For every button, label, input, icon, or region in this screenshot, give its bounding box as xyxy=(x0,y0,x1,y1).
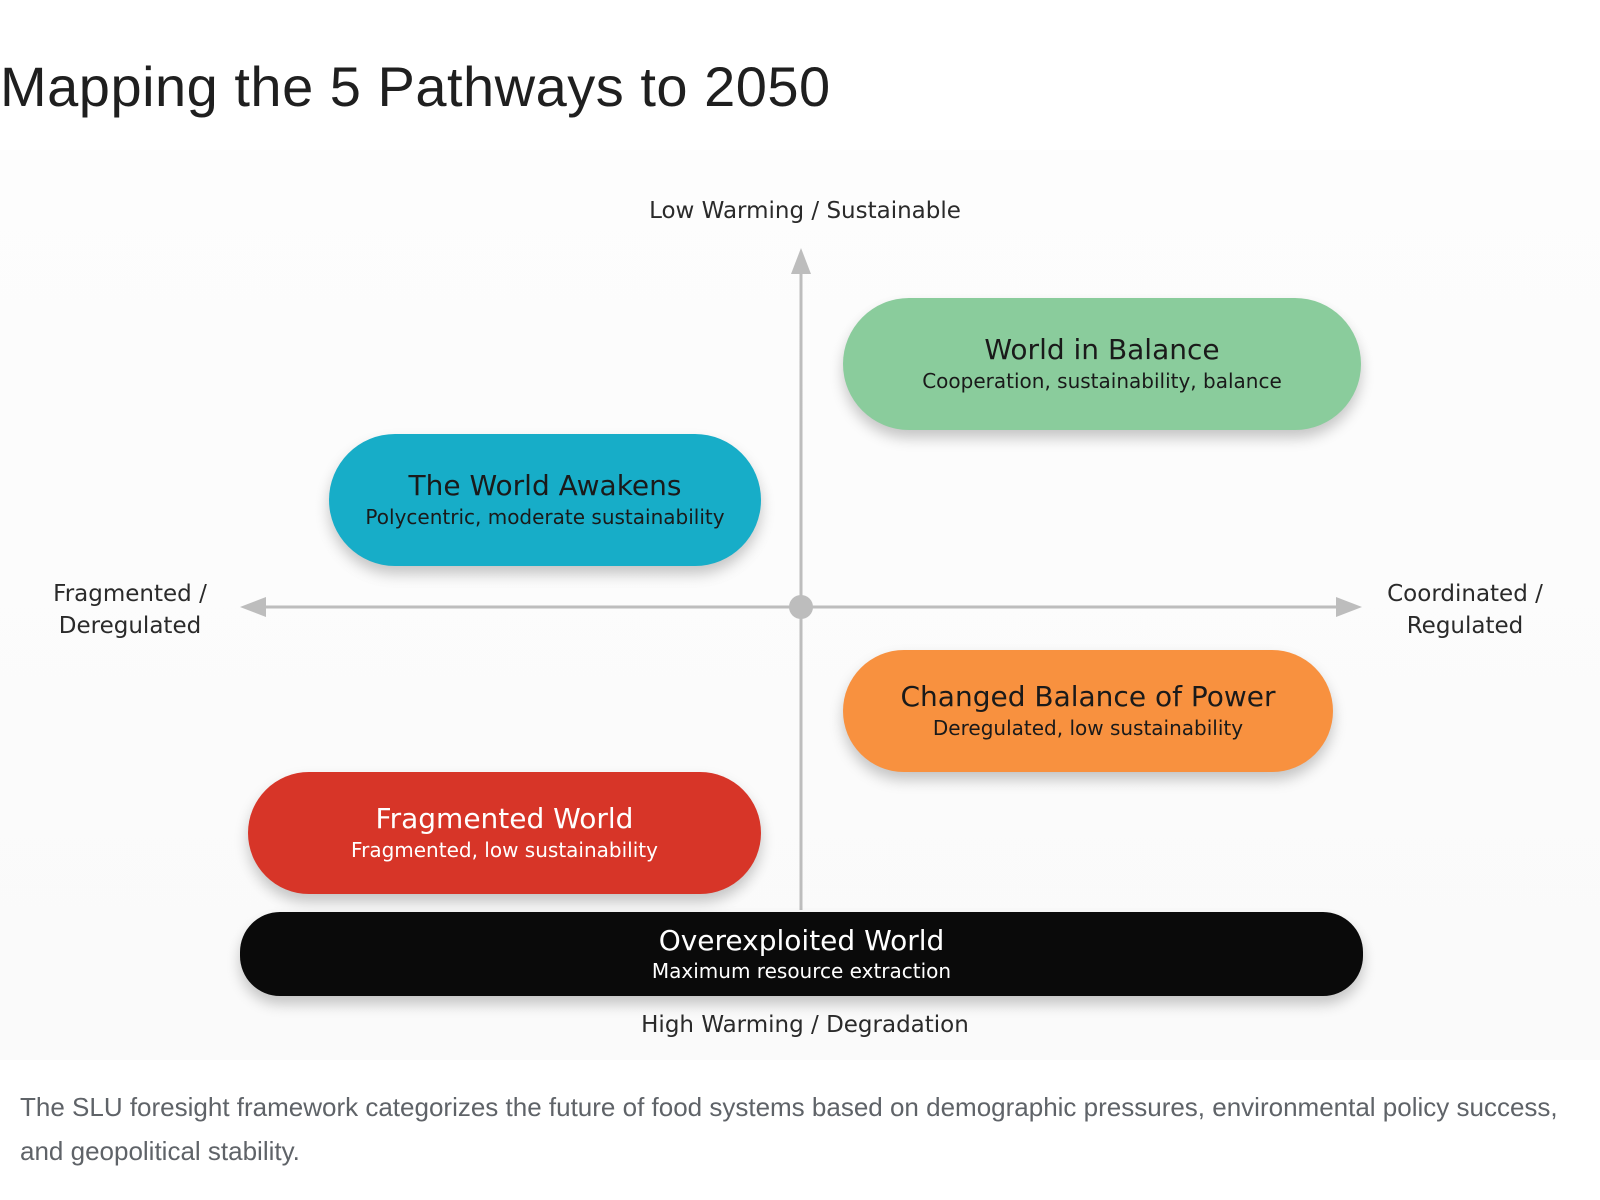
axis-label-left: Fragmented / Deregulated xyxy=(30,578,230,642)
up-arrow-icon xyxy=(791,248,811,274)
figure-caption: The SLU foresight framework categorizes … xyxy=(20,1092,1558,1166)
axis-label-bottom: High Warming / Degradation xyxy=(641,1012,969,1038)
pathway-overexploited-world: Overexploited World Maximum resource ext… xyxy=(240,912,1363,996)
page-title: Mapping the 5 Pathways to 2050 xyxy=(0,55,831,118)
axis-label-right-line2: Regulated xyxy=(1406,613,1524,639)
pathway-description: Polycentric, moderate sustainability xyxy=(365,505,725,529)
pathway-world-in-balance: World in Balance Cooperation, sustainabi… xyxy=(843,298,1361,430)
pathway-description: Maximum resource extraction xyxy=(651,959,952,983)
axis-label-right: Coordinated / Regulated xyxy=(1365,578,1565,642)
pathway-name: Overexploited World xyxy=(658,924,945,957)
pathway-description: Fragmented, low sustainability xyxy=(351,838,658,862)
pathway-description: Cooperation, sustainability, balance xyxy=(922,369,1282,393)
pathway-changed-balance-of-power: Changed Balance of Power Deregulated, lo… xyxy=(843,650,1333,772)
right-arrow-icon xyxy=(1336,597,1362,617)
pathways-diagram: Low Warming / Sustainable Fragmented / D… xyxy=(0,150,1600,1060)
pathway-description: Deregulated, low sustainability xyxy=(932,716,1244,740)
pathway-name: World in Balance xyxy=(984,333,1220,366)
pathway-fragmented-world: Fragmented World Fragmented, low sustain… xyxy=(248,772,761,894)
axis-label-left-line1: Fragmented / xyxy=(53,581,207,607)
axis-label-top: Low Warming / Sustainable xyxy=(649,198,961,224)
axis-label-left-line2: Deregulated xyxy=(58,613,202,639)
pathway-name: Changed Balance of Power xyxy=(900,680,1276,713)
left-arrow-icon xyxy=(240,597,266,617)
pathway-the-world-awakens: The World Awakens Polycentric, moderate … xyxy=(329,434,761,566)
origin-dot xyxy=(789,595,813,619)
axes xyxy=(240,248,1362,910)
axis-label-right-line1: Coordinated / xyxy=(1387,581,1543,607)
pathway-name: Fragmented World xyxy=(375,802,634,835)
pathway-name: The World Awakens xyxy=(408,469,682,502)
